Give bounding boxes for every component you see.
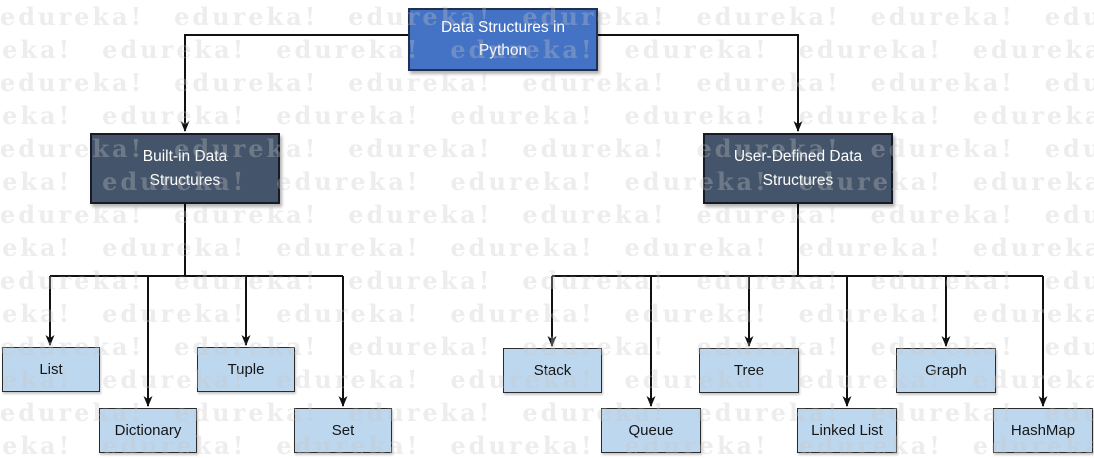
node-root: Data Structures in Python: [408, 8, 598, 71]
edge-root-userdefined: [598, 34, 803, 132]
node-built-in: Built-in Data Structures: [90, 133, 280, 204]
node-tree: Tree: [699, 348, 799, 393]
node-set: Set: [294, 408, 392, 453]
node-user-defined-label: User-Defined Data Structures: [733, 148, 863, 189]
node-root-label: Data Structures in Python: [440, 19, 566, 59]
node-linked-list: Linked List: [797, 408, 897, 453]
edge-root-builtin: [180, 34, 408, 132]
node-user-defined: User-Defined Data Structures: [703, 133, 893, 204]
node-queue: Queue: [601, 408, 701, 453]
node-graph: Graph: [896, 348, 996, 393]
node-list: List: [2, 347, 100, 392]
node-dictionary: Dictionary: [99, 408, 197, 453]
node-stack: Stack: [503, 348, 602, 393]
node-built-in-label: Built-in Data Structures: [142, 148, 228, 189]
node-hashmap: HashMap: [993, 408, 1093, 453]
node-tuple: Tuple: [197, 347, 295, 392]
